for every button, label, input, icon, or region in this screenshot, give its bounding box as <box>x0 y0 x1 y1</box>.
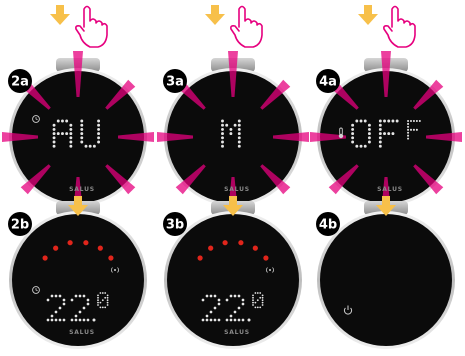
pointing-hand-icon <box>231 7 262 48</box>
led-dot <box>238 240 243 245</box>
device-face <box>320 214 452 346</box>
brand-logo: SALUS <box>69 186 95 193</box>
brand-logo: SALUS <box>69 329 95 336</box>
led-dot <box>108 255 113 260</box>
step-label: 3a <box>166 75 184 90</box>
device-panel-2b: SALUS 2b <box>8 201 147 349</box>
press-arrow-down <box>358 5 378 25</box>
press-arrow-down <box>205 5 225 25</box>
device-panel-4b: 4b <box>316 201 455 349</box>
decimal-point <box>248 319 251 322</box>
step-label: 4b <box>319 218 337 233</box>
led-dot <box>253 246 258 251</box>
step-label: 3b <box>166 218 184 233</box>
device-panel-3a: SALUS 3a <box>157 51 309 213</box>
led-dot <box>42 255 47 260</box>
decimal-point <box>93 319 96 322</box>
step-label: 2a <box>11 75 29 90</box>
brand-logo: SALUS <box>224 186 250 193</box>
led-dot <box>197 255 202 260</box>
device-panel-4a: SALUS 4a <box>310 51 462 213</box>
led-dot <box>222 240 227 245</box>
device-face <box>12 214 144 346</box>
led-dot <box>208 246 213 251</box>
brand-logo: SALUS <box>224 329 250 336</box>
led-dot <box>83 240 88 245</box>
led-dot <box>263 255 268 260</box>
device-face <box>167 214 299 346</box>
pointing-hand-icon <box>384 7 415 48</box>
step-label: 4a <box>319 75 337 90</box>
step-label: 2b <box>11 218 29 233</box>
device-panel-2a: SALUS 2a <box>2 51 154 213</box>
press-arrow-down <box>50 5 70 25</box>
device-panel-3b: SALUS 3b <box>163 201 302 349</box>
led-dot <box>67 240 72 245</box>
pointing-hand-icon <box>76 7 107 48</box>
brand-logo: SALUS <box>377 186 403 193</box>
led-dot <box>98 246 103 251</box>
led-dot <box>53 246 58 251</box>
